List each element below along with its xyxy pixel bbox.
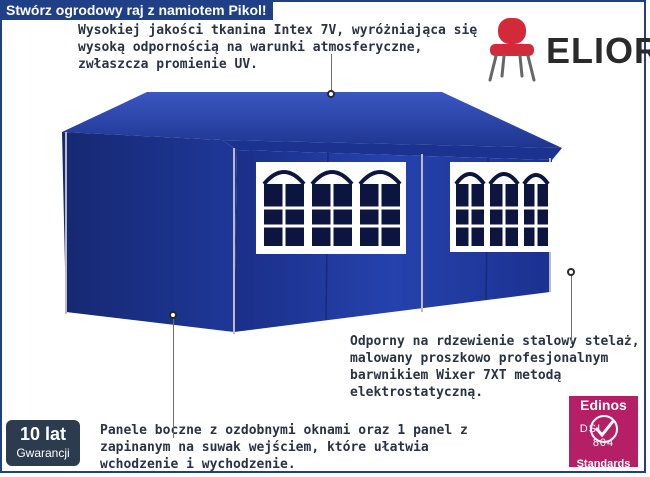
callout-dot-panels: [169, 311, 177, 319]
certificate-seal-right: 804: [592, 437, 615, 449]
certificate-seal: DSI 804: [569, 422, 638, 450]
certificate-seal-left: DSI: [579, 423, 602, 435]
tent-window-left: [256, 162, 406, 254]
callout-line-panels: [173, 318, 174, 438]
tent-roof: [62, 92, 562, 148]
tent-roof-front: [222, 140, 562, 160]
red-chair-icon: [488, 18, 536, 82]
warranty-label: Gwarancji: [16, 446, 70, 460]
warranty-years: 10 lat: [19, 424, 67, 444]
callout-fabric: Wysokiej jakości tkanina Intex 7V, wyróż…: [78, 23, 478, 72]
callout-dot-frame: [567, 268, 575, 276]
check-seal-icon: [589, 415, 618, 443]
warranty-badge: 10 lat Gwarancji: [6, 420, 80, 466]
callout-panels: Panele boczne z ozdobnymi oknami oraz 1 …: [100, 423, 468, 472]
brand-logo: ELIOR: [546, 30, 650, 71]
callout-line-frame: [571, 274, 572, 344]
page-title: Stwórz ogrodowy raj z namiotem Pikol!: [0, 0, 273, 20]
callout-line-fabric: [331, 54, 332, 94]
tent-illustration: [62, 92, 562, 334]
certificate-logo: Edinos DSI 804 Standards: [569, 396, 638, 470]
callout-dot-fabric: [327, 90, 335, 98]
tent-window-right: [450, 162, 554, 252]
tent-side-wall: [62, 132, 237, 332]
callout-frame: Odporny na rdzewienie stalowy stelaż, ma…: [350, 334, 640, 400]
certificate-brand: Edinos: [580, 397, 627, 413]
certificate-standards: Standards: [576, 458, 631, 470]
